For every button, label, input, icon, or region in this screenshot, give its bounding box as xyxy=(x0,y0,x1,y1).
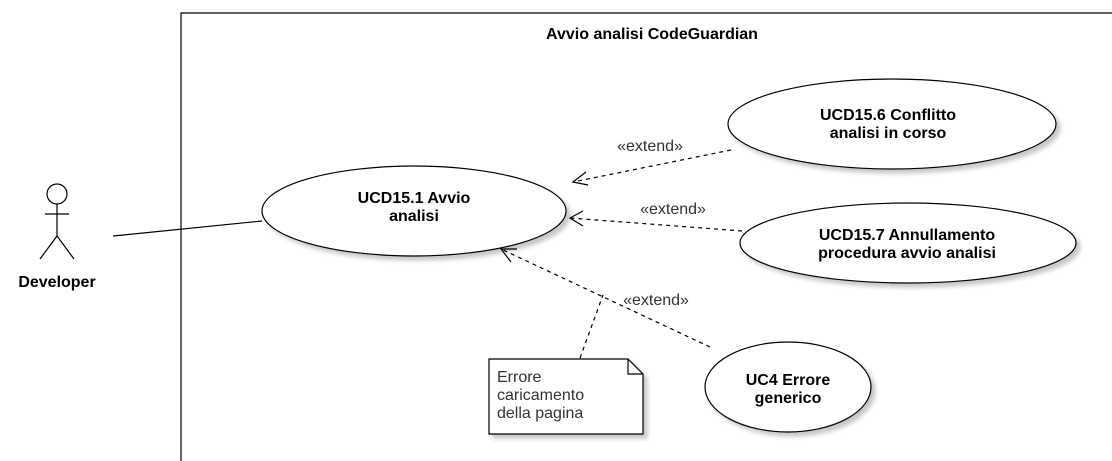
note-line-1: Errore xyxy=(497,369,542,386)
extend-label-3: «extend» xyxy=(623,292,689,309)
use-case-main[interactable]: UCD15.1 Avvio analisi xyxy=(261,165,567,257)
use-case-error[interactable]: UC4 Errore generico xyxy=(704,341,872,433)
note-anchor-line xyxy=(579,294,604,359)
note-line-3: della pagina xyxy=(497,405,583,422)
use-case-conflict-line-1: UCD15.6 Conflitto xyxy=(820,107,956,124)
system-boundary: Avvio analisi CodeGuardian xyxy=(180,12,1112,461)
actor-label: Developer xyxy=(18,274,95,291)
extend-arrow-cancel xyxy=(568,210,743,232)
extend-arrow-error xyxy=(499,248,711,348)
stick-figure-icon xyxy=(39,183,75,260)
use-case-error-line-2: generico xyxy=(755,390,822,407)
use-case-conflict[interactable]: UCD15.6 Conflitto analisi in corso xyxy=(727,78,1057,170)
extend-label-1: «extend» xyxy=(617,138,683,155)
use-case-cancel-line-2: procedura avvio analisi xyxy=(818,245,996,262)
note: Errore caricamento della pagina xyxy=(488,358,644,435)
extend-label-2: «extend» xyxy=(640,201,706,218)
extend-arrow-conflict xyxy=(571,149,732,186)
use-case-error-line-1: UC4 Errore xyxy=(746,372,831,389)
use-case-cancel[interactable]: UCD15.7 Annullamento procedura avvio ana… xyxy=(739,202,1077,284)
use-case-conflict-line-2: analisi in corso xyxy=(830,125,947,142)
use-case-main-line-1: UCD15.1 Avvio xyxy=(358,190,471,207)
actor-developer[interactable]: Developer xyxy=(18,183,96,291)
system-boundary-title: Avvio analisi CodeGuardian xyxy=(546,26,758,43)
note-line-2: caricamento xyxy=(497,387,584,404)
association-line xyxy=(112,220,263,237)
use-case-cancel-line-1: UCD15.7 Annullamento xyxy=(819,227,996,244)
use-case-main-line-2: analisi xyxy=(389,208,439,225)
